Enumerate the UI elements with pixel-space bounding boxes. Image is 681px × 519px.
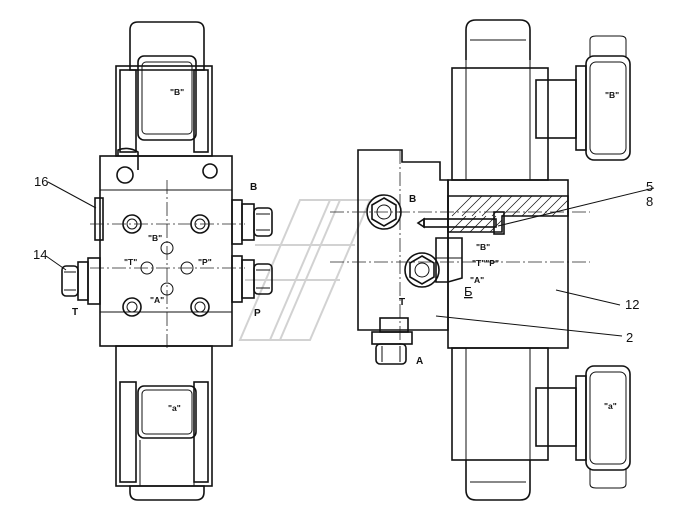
leader-lines-left <box>45 181 97 271</box>
item-number-12: 12 <box>625 297 639 312</box>
left-valve-body <box>90 147 245 350</box>
port-label-T-right: T <box>399 297 405 308</box>
manifold-block <box>330 149 590 350</box>
port-label-T-left: T <box>72 307 78 318</box>
face-label-TP-right: "T""P" <box>472 258 499 268</box>
port-label-P-left: P <box>254 308 261 319</box>
face-label-T: "T" <box>124 257 137 267</box>
fitting-B-left <box>231 199 273 245</box>
port-label-B-right: B <box>409 194 416 205</box>
mounting-bolt <box>190 297 210 317</box>
right-valve-view <box>330 19 631 501</box>
left-valve-view <box>61 21 273 501</box>
face-label-P: "P" <box>198 257 212 267</box>
fitting-A-right <box>371 317 413 365</box>
item-number-14: 14 <box>33 247 47 262</box>
fitting-T-left <box>61 257 101 305</box>
coil-label-top-right: "B" <box>605 90 619 100</box>
face-label-B: "B" <box>148 233 162 243</box>
mounting-bolt <box>122 297 142 317</box>
right-valve-body <box>416 179 569 349</box>
item-number-5: 5 <box>646 179 653 194</box>
face-label-A: "A" <box>150 295 164 305</box>
section-hatch <box>449 195 569 233</box>
face-label-B-right: "B" <box>476 242 490 252</box>
item-number-8: 8 <box>646 194 653 209</box>
item-number-16: 16 <box>34 174 48 189</box>
left-bottom-solenoid <box>115 345 213 501</box>
coil-label-bottom-right: "a" <box>604 401 617 411</box>
port-label-A-right: A <box>416 356 423 367</box>
left-top-solenoid <box>115 21 213 157</box>
item-number-2: 2 <box>626 330 633 345</box>
leader-lines-right <box>435 187 655 337</box>
coil-label-bottom-left: "a" <box>168 403 181 413</box>
port-label-B-left: B <box>250 182 257 193</box>
fitting-P-left <box>231 255 273 303</box>
face-label-A-right: "A" <box>470 275 484 285</box>
right-bottom-solenoid <box>451 347 631 501</box>
right-top-solenoid <box>451 19 631 181</box>
section-mark-label: Б <box>464 284 473 299</box>
coil-label-top-left: "B" <box>170 87 184 97</box>
